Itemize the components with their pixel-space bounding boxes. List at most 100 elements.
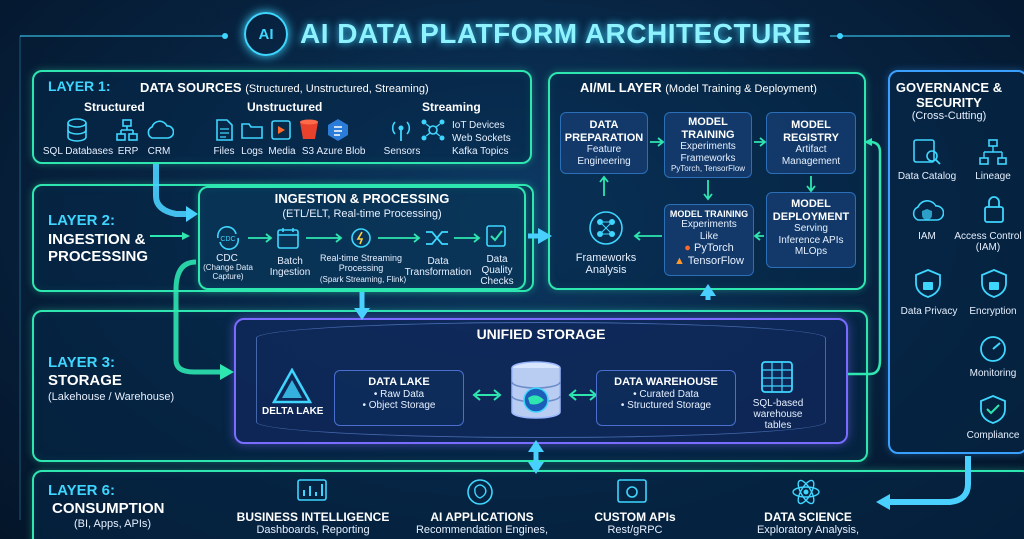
prep-l1: Feature bbox=[586, 144, 622, 156]
layer6-label: LAYER 6: bbox=[48, 482, 115, 499]
erp-icon bbox=[116, 119, 138, 141]
consumption-ai-apps: AI APPLICATIONS Recommendation Engines, bbox=[410, 510, 554, 536]
step-cdc-sub: (Change Data Capture) bbox=[203, 263, 253, 281]
prep-h1: DATA bbox=[589, 119, 619, 131]
layer3-label: LAYER 3: bbox=[48, 354, 115, 371]
data-lake-item-raw: • Raw Data bbox=[373, 388, 425, 400]
aiml-flow-arrows bbox=[599, 137, 816, 241]
layer6-title: CONSUMPTION bbox=[52, 500, 165, 517]
streaming-item-sensors: Sensors bbox=[383, 146, 421, 157]
model-registry-card: MODEL REGISTRY Artifact Management bbox=[766, 112, 856, 174]
gov-item-iam: IAM bbox=[918, 231, 936, 242]
file-icon bbox=[216, 119, 233, 141]
custom-apis-icon bbox=[617, 479, 647, 503]
gov-item-lineage: Lineage bbox=[975, 171, 1011, 182]
tensorflow-icon: ▲ bbox=[674, 254, 685, 267]
deployment-h1: MODEL bbox=[791, 198, 831, 210]
layer3-title: STORAGE bbox=[48, 372, 122, 389]
data-catalog-icon bbox=[913, 139, 941, 165]
model-training-secondary-card: MODEL TRAINING Experiments Like ● PyTorc… bbox=[664, 204, 754, 276]
governance-panel bbox=[888, 70, 1024, 454]
data-privacy-shield-icon bbox=[915, 269, 941, 298]
structured-heading: Structured bbox=[84, 100, 145, 114]
step-quality-label: Data Quality Checks bbox=[480, 254, 514, 287]
data-lake-card: DATA LAKE • Raw Data • Object Storage bbox=[334, 370, 464, 426]
step-streaming-sub: (Spark Streaming, Flink) bbox=[319, 275, 407, 284]
unified-storage-title: UNIFIED STORAGE bbox=[476, 326, 606, 342]
step-cdc-label: CDC bbox=[216, 253, 238, 264]
monitoring-gauge-icon bbox=[980, 336, 1006, 362]
ai-applications-icon bbox=[467, 479, 493, 505]
training-h2: TRAINING bbox=[681, 128, 735, 141]
training-l3: PyTorch, TensorFlow bbox=[670, 164, 746, 174]
brain-icon: AI bbox=[258, 25, 274, 43]
gov-item-compliance: Compliance bbox=[966, 430, 1020, 441]
custom-apis-title: CUSTOM APIs bbox=[594, 510, 676, 524]
prep-l2: Engineering bbox=[577, 155, 631, 167]
cdc-icon: CDC bbox=[216, 226, 240, 250]
gov-item-data-catalog: Data Catalog bbox=[897, 171, 957, 182]
central-database-icon bbox=[511, 361, 561, 419]
sql-table-icon bbox=[761, 361, 793, 393]
training-l1: Experiments bbox=[680, 141, 736, 153]
pytorch-logo: ● PyTorch bbox=[684, 242, 734, 255]
training-h1: MODEL bbox=[688, 116, 728, 128]
training-l2: Frameworks bbox=[680, 152, 736, 164]
structured-item-sql: SQL Databases bbox=[42, 146, 114, 157]
governance-title-2: SECURITY bbox=[916, 95, 982, 110]
consumption-bi: BUSINESS INTELLIGENCE Dashboards, Report… bbox=[236, 510, 390, 536]
data-science-sub: Exploratory Analysis, bbox=[756, 524, 860, 536]
registry-l2: Management bbox=[781, 155, 841, 167]
governance-subtitle: (Cross-Cutting) bbox=[911, 110, 987, 122]
deployment-l2: Inference APIs bbox=[778, 234, 844, 246]
model-training-card: MODEL TRAINING Experiments Frameworks Py… bbox=[664, 112, 752, 178]
gov-item-data-privacy: Data Privacy bbox=[900, 306, 958, 317]
ai-apps-sub: Recommendation Engines, bbox=[415, 524, 549, 536]
prep-h2: PREPARATION bbox=[564, 131, 644, 144]
layer2-title-line2: PROCESSING bbox=[48, 248, 149, 265]
data-warehouse-card: DATA WAREHOUSE • Curated Data • Structur… bbox=[596, 370, 736, 426]
sensor-icon bbox=[391, 121, 411, 141]
frameworks-label-1: Frameworks bbox=[575, 252, 637, 264]
delta-lake-label: DELTA LAKE bbox=[262, 406, 324, 417]
aiml-title: AI/ML LAYER (Model Training & Deployment… bbox=[580, 80, 817, 95]
data-lake-item-object: • Object Storage bbox=[362, 400, 436, 412]
sql-line1: SQL-based bbox=[752, 398, 804, 409]
frameworks-label-2: Analysis bbox=[585, 264, 627, 276]
database-icon bbox=[67, 118, 87, 142]
ai-apps-title: AI APPLICATIONS bbox=[430, 510, 534, 524]
step-streaming-label: Real-time Streaming Processing bbox=[319, 253, 403, 273]
data-preparation-card: DATA PREPARATION Feature Engineering bbox=[560, 112, 648, 174]
bi-sub: Dashboards, Reporting bbox=[256, 524, 370, 536]
registry-h1: MODEL bbox=[791, 119, 831, 131]
bi-title: BUSINESS INTELLIGENCE bbox=[236, 510, 390, 524]
azure-blob-icon bbox=[328, 119, 348, 141]
s3-bucket-icon bbox=[300, 119, 318, 139]
streaming-item-iot: IoT Devices bbox=[452, 120, 505, 131]
step-batch-label: Batch Ingestion bbox=[269, 256, 311, 278]
layer6-panel bbox=[32, 470, 1024, 539]
pytorch-icon: ● bbox=[684, 242, 691, 255]
unstructured-item-s3: S3 bbox=[301, 146, 315, 157]
layer1-title: DATA SOURCES (Structured, Unstructured, … bbox=[140, 80, 429, 95]
step-arrows bbox=[248, 233, 481, 243]
layer6-subtitle: (BI, Apps, APIs) bbox=[74, 518, 152, 530]
unstructured-heading: Unstructured bbox=[247, 100, 323, 114]
lake-db-arrow bbox=[472, 389, 502, 401]
gov-item-encryption: Encryption bbox=[969, 306, 1017, 317]
data-warehouse-title: DATA WAREHOUSE bbox=[614, 376, 718, 388]
quality-check-icon bbox=[486, 225, 506, 247]
step-transformation-label: Data Transformation bbox=[404, 256, 472, 278]
unified-storage-cylinder bbox=[256, 322, 826, 438]
layer1-label: LAYER 1: bbox=[48, 78, 111, 94]
layer2-label: LAYER 2: bbox=[48, 212, 115, 229]
unstructured-item-logs: Logs bbox=[241, 146, 263, 157]
lineage-icon bbox=[979, 139, 1007, 165]
deployment-l1: Serving bbox=[794, 223, 828, 235]
page-title: AI DATA PLATFORM ARCHITECTURE bbox=[300, 18, 812, 49]
deployment-l3: MLOps bbox=[794, 246, 828, 258]
streaming-heading: Streaming bbox=[422, 100, 481, 114]
training2-h: MODEL TRAINING bbox=[669, 209, 749, 219]
